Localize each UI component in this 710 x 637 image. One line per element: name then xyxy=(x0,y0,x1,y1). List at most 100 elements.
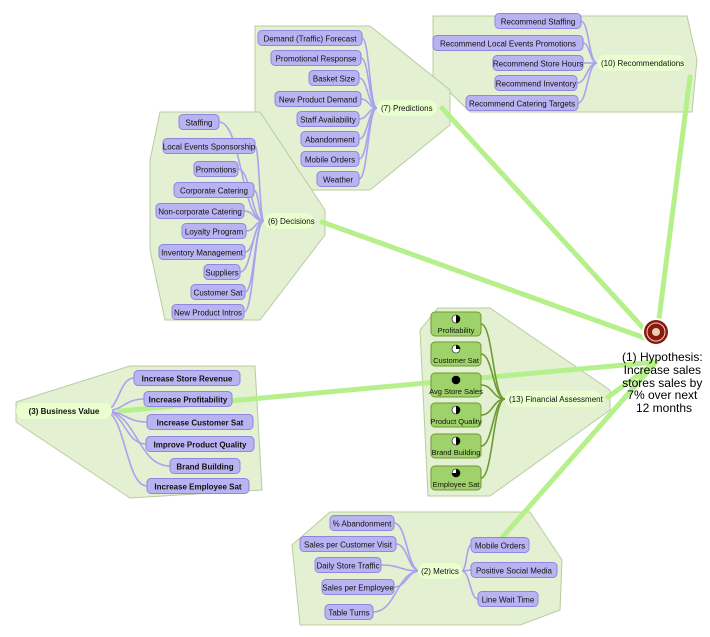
business-value-item[interactable]: Increase Customer Sat xyxy=(146,414,254,430)
financial-item[interactable]: Profitability xyxy=(430,311,482,337)
metric-item[interactable]: % Abandonment xyxy=(329,515,395,531)
metric-item-label: % Abandonment xyxy=(333,519,392,528)
recommendation-item[interactable]: Recommend Catering Targets xyxy=(465,95,579,111)
metric-item[interactable]: Positive Social Media xyxy=(470,562,558,578)
financial-branch xyxy=(480,353,506,400)
financial-item-label: Customer Sat xyxy=(433,356,480,365)
metrics-label-text: (2) Metrics xyxy=(421,567,459,576)
business-value-item[interactable]: Increase Employee Sat xyxy=(146,478,250,494)
recommendation-item-label: Recommend Catering Targets xyxy=(469,99,575,108)
prediction-item-label: Staff Availability xyxy=(300,115,356,124)
metrics-link xyxy=(497,359,659,543)
financial-item[interactable]: Customer Sat xyxy=(430,341,482,367)
recommendation-item[interactable]: Recommend Staffing xyxy=(494,13,582,29)
business-value-item[interactable]: Increase Profitability xyxy=(143,391,233,407)
financial-item-label: Profitability xyxy=(438,326,475,335)
decision-item-label: Customer Sat xyxy=(194,288,244,297)
prediction-item[interactable]: Abandonment xyxy=(300,131,360,147)
decision-item[interactable]: Non-corporate Catering xyxy=(155,203,245,219)
metric-item-label: Table Turns xyxy=(328,608,369,617)
business-value-branch xyxy=(103,410,171,467)
recommendation-item[interactable]: Recommend Local Events Promotions xyxy=(432,35,584,51)
prediction-item-label: Abandonment xyxy=(305,135,356,144)
prediction-item[interactable]: Demand (Traffic) Forecast xyxy=(257,30,363,46)
decision-item[interactable]: Corporate Catering xyxy=(173,182,255,198)
metric-item[interactable]: Daily Store Traffic xyxy=(314,557,382,573)
business-value-item[interactable]: Increase Store Revenue xyxy=(133,370,241,386)
decision-item[interactable]: Customer Sat xyxy=(190,284,246,300)
metric-branch xyxy=(461,570,479,600)
decision-item-label: Staffing xyxy=(186,118,213,127)
prediction-item[interactable]: Basket Size xyxy=(308,70,360,86)
decision-item[interactable]: Suppliers xyxy=(203,264,241,280)
root-line: 7% over next xyxy=(627,388,698,402)
prediction-item[interactable]: New Product Demand xyxy=(274,91,362,107)
recommendation-item-label: Recommend Store Hours xyxy=(493,59,583,68)
metric-item[interactable]: Line Wait Time xyxy=(477,591,539,607)
prediction-item[interactable]: Promotional Response xyxy=(270,50,362,66)
decision-item[interactable]: New Product Intros xyxy=(171,304,245,320)
metric-item-label: Mobile Orders xyxy=(475,541,525,550)
decision-branch xyxy=(243,220,265,313)
prediction-branch xyxy=(358,107,378,180)
metric-item-label: Positive Social Media xyxy=(476,566,553,575)
financial-label[interactable]: (13) Financial Assessment xyxy=(505,391,604,407)
financial-item[interactable]: Avg Store Sales xyxy=(429,372,483,398)
decision-item[interactable]: Inventory Management xyxy=(158,244,246,260)
decisions-label[interactable]: (6) Decisions xyxy=(264,213,315,229)
prediction-item-label: Demand (Traffic) Forecast xyxy=(264,34,358,43)
metric-item-label: Line Wait Time xyxy=(482,595,535,604)
business-value-item-label: Increase Customer Sat xyxy=(157,418,244,427)
prediction-item-label: New Product Demand xyxy=(279,95,357,104)
prediction-item[interactable]: Staff Availability xyxy=(296,111,360,127)
recommendations-link xyxy=(653,74,693,345)
root-line: 12 months xyxy=(636,401,692,415)
financial-item[interactable]: Product Quality xyxy=(430,402,482,428)
business-value-item[interactable]: Brand Building xyxy=(169,458,241,474)
business-value-item-label: Increase Employee Sat xyxy=(154,482,241,491)
root-line: Increase sales xyxy=(624,363,701,377)
business-value-label[interactable]: (3) Business Value xyxy=(16,403,112,419)
metric-item[interactable]: Table Turns xyxy=(324,604,374,620)
business-value-item[interactable]: Improve Product Quality xyxy=(145,436,255,452)
prediction-item[interactable]: Mobile Orders xyxy=(300,151,360,167)
metric-item-label: Daily Store Traffic xyxy=(317,561,380,570)
pie-indicator-icon xyxy=(451,405,461,415)
decision-item[interactable]: Local Events Sponsorship xyxy=(162,138,256,154)
business-value-label-text: (3) Business Value xyxy=(29,407,100,416)
prediction-item-label: Mobile Orders xyxy=(305,155,355,164)
financial-label-text: (13) Financial Assessment xyxy=(509,395,604,404)
decision-item-label: Inventory Management xyxy=(161,248,244,257)
financial-item[interactable]: Brand Building xyxy=(430,433,482,459)
prediction-item[interactable]: Weather xyxy=(316,171,360,187)
decision-item[interactable]: Staffing xyxy=(178,114,220,130)
metric-item[interactable]: Sales per Customer Visit xyxy=(299,536,397,552)
prediction-item-label: Promotional Response xyxy=(276,54,357,63)
business-value-item-label: Increase Store Revenue xyxy=(142,374,233,383)
decision-item-label: Non-corporate Catering xyxy=(158,207,242,216)
metric-item[interactable]: Sales per Employee xyxy=(321,579,395,595)
decision-branch xyxy=(253,189,265,222)
recommendations-label-text: (10) Recommendations xyxy=(601,59,684,68)
recommendation-item[interactable]: Recommend Inventory xyxy=(494,75,578,91)
metric-item-label: Sales per Employee xyxy=(322,583,394,592)
recommendations-label[interactable]: (10) Recommendations xyxy=(597,55,685,71)
financial-item-label: Employee Sat xyxy=(433,480,481,489)
branch-curves xyxy=(103,20,598,613)
metric-item[interactable]: Mobile Orders xyxy=(470,537,530,553)
financial-item-label: Brand Building xyxy=(432,448,481,457)
predictions-label[interactable]: (7) Predictions xyxy=(377,100,437,116)
decisions-link xyxy=(319,219,659,345)
decision-item-label: Suppliers xyxy=(205,268,238,277)
metrics-label[interactable]: (2) Metrics xyxy=(418,563,462,579)
recommendation-item[interactable]: Recommend Store Hours xyxy=(492,55,584,71)
decision-item[interactable]: Loyalty Program xyxy=(181,223,247,239)
financial-item[interactable]: Employee Sat xyxy=(430,465,482,491)
decision-item[interactable]: Promotions xyxy=(193,161,239,177)
decision-item-label: Corporate Catering xyxy=(180,186,248,195)
prediction-item-label: Basket Size xyxy=(313,74,356,83)
root-node[interactable]: (1) Hypothesis: Increase sales stores sa… xyxy=(622,318,706,415)
decision-item-label: Local Events Sponsorship xyxy=(163,142,256,151)
metric-branch xyxy=(372,570,421,613)
